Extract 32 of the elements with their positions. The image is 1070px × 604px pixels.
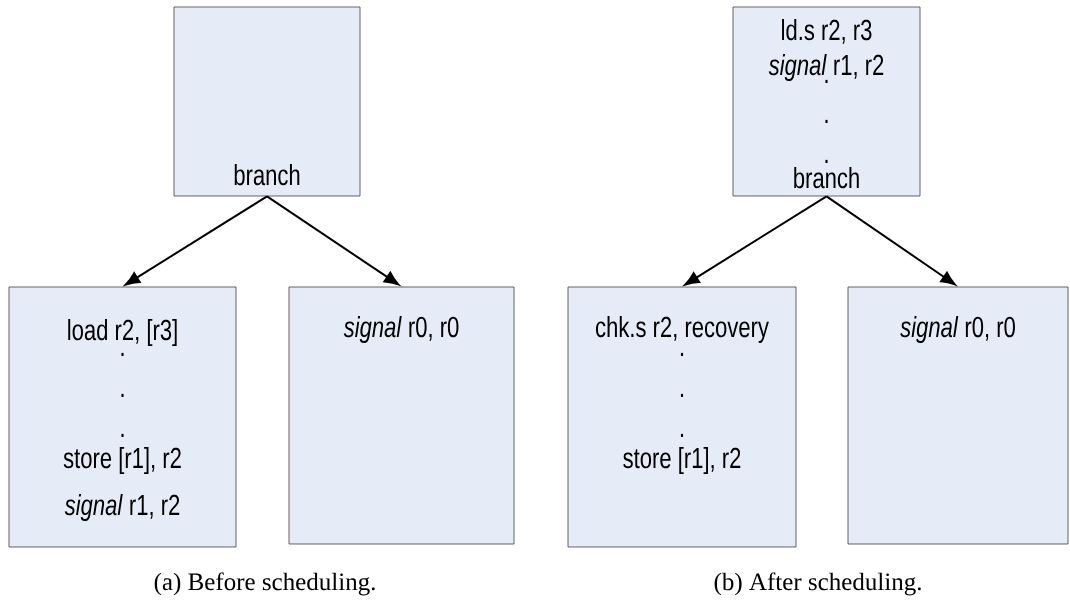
ellipsis-dot: .	[680, 393, 684, 397]
instruction-text: ld.s r2, r3	[782, 18, 872, 44]
instruction-text: signal r0, r0	[343, 315, 459, 343]
ellipsis-dot: .	[121, 433, 124, 437]
ellipsis-dot: .	[825, 79, 828, 83]
ellipsis-dot: .	[680, 433, 684, 437]
caption: (a) Before scheduling.	[154, 572, 375, 596]
ellipsis-dot: .	[121, 393, 124, 397]
instruction-text: chk.s r2, recovery	[596, 315, 769, 343]
instruction-text: load r2, [r3]	[68, 318, 177, 346]
arrow	[266, 195, 400, 286]
ellipsis-dot: .	[680, 352, 684, 356]
ellipsis-dot: .	[121, 352, 124, 356]
instruction-text: branch	[234, 163, 300, 186]
code-block	[732, 6, 921, 197]
instruction-text: store [r1], r2	[63, 446, 181, 474]
code-block	[567, 286, 797, 548]
instruction-text: signal r1, r2	[64, 493, 180, 521]
code-block	[173, 6, 361, 197]
ellipsis-dot: .	[825, 159, 828, 163]
code-block	[847, 286, 1069, 545]
ellipsis-dot: .	[825, 119, 828, 123]
arrow	[684, 195, 828, 286]
arrow	[825, 195, 956, 286]
caption: (b) After scheduling.	[714, 572, 921, 596]
arrow	[124, 195, 268, 286]
instruction-text: signal r0, r0	[900, 315, 1015, 343]
instruction-text: store [r1], r2	[623, 446, 741, 474]
instruction-text: branch	[794, 166, 859, 189]
code-block	[8, 286, 237, 548]
code-block	[288, 286, 515, 545]
instruction-text: signal r1, r2	[768, 53, 884, 81]
